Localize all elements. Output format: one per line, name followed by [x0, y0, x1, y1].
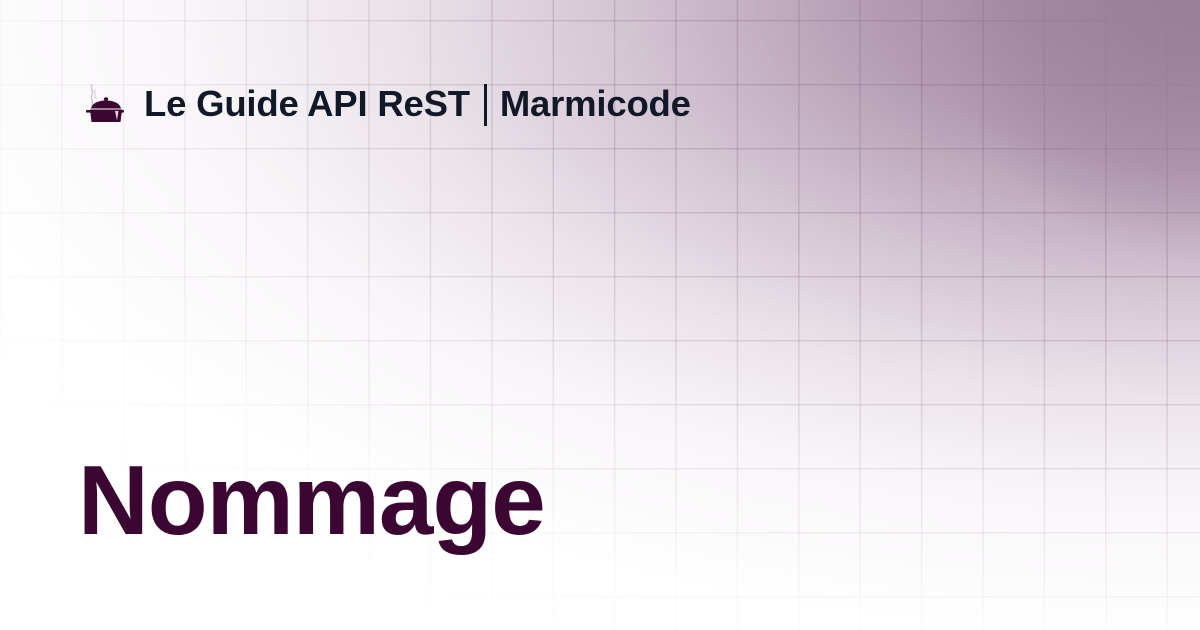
separator — [483, 84, 487, 126]
page-title: Nommage — [78, 445, 546, 555]
brand-name: Marmicode — [499, 83, 691, 124]
header: Le Guide API ReST Marmicode — [84, 82, 691, 126]
site-name: Le Guide API ReST — [144, 83, 470, 124]
site-brand: Le Guide API ReST Marmicode — [144, 83, 691, 126]
cooking-pot-icon — [86, 84, 124, 122]
